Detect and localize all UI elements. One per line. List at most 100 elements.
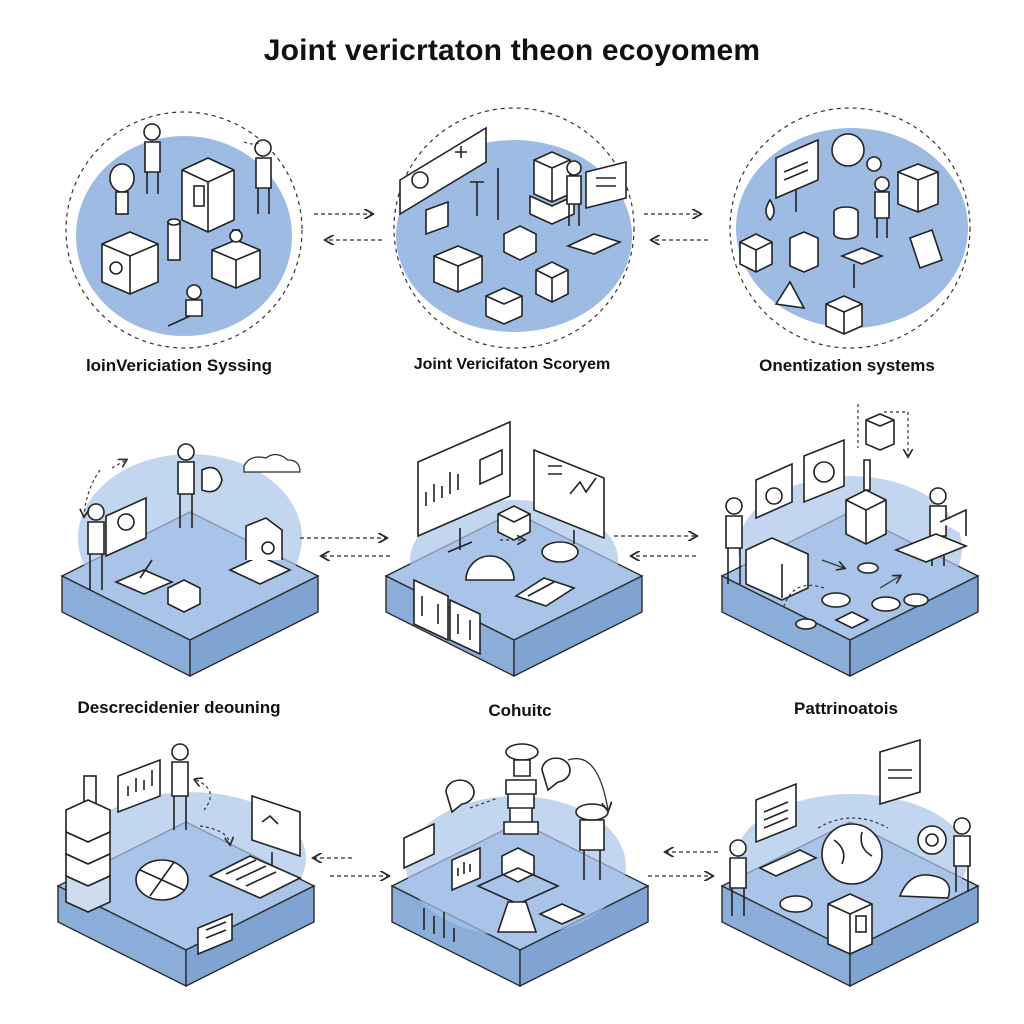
crate-icon	[503, 225, 537, 261]
animal-icon	[541, 541, 579, 563]
lamp-icon	[109, 163, 135, 215]
screen-icon	[803, 438, 845, 504]
platform-4	[60, 443, 320, 678]
scanner-icon	[485, 287, 523, 325]
person-icon	[953, 817, 971, 892]
bar-chart-icon	[423, 908, 455, 942]
whiteboard-icon	[105, 496, 147, 558]
connector-arrows	[300, 536, 696, 556]
person-icon	[167, 284, 203, 327]
cube-icon	[501, 847, 535, 883]
person-icon	[725, 497, 743, 584]
drawing-board-icon	[113, 559, 175, 595]
tray-icon	[839, 247, 885, 288]
person-icon	[87, 503, 105, 590]
section-label-2: Joint Vericifaton Scoryem	[413, 356, 611, 373]
tablet-icon	[403, 822, 435, 870]
tablet-icon	[514, 577, 576, 607]
document-icon	[197, 912, 233, 956]
screen-icon	[399, 126, 487, 216]
platform-5	[384, 420, 644, 678]
screen-icon	[755, 462, 793, 520]
speech-bubble-icon	[445, 757, 571, 814]
hub-3	[729, 107, 971, 349]
cabinet-icon	[745, 537, 809, 601]
person-icon	[729, 839, 747, 916]
tower-icon	[845, 459, 887, 545]
server-box-icon	[181, 157, 235, 233]
person-icon	[254, 139, 272, 214]
globe-icon	[821, 823, 883, 885]
machine-icon	[101, 231, 159, 295]
pedestal-icon	[496, 901, 538, 933]
monitor-icon	[251, 794, 301, 866]
tablet-icon	[425, 200, 449, 236]
platform-9	[720, 738, 980, 988]
box-icon	[825, 295, 863, 335]
stand-icon	[470, 168, 499, 220]
server-tower-icon	[65, 775, 111, 913]
page-title: Joint vericrtaton theon ecoyomem	[263, 34, 761, 67]
box-icon	[535, 261, 569, 303]
globe-icon	[135, 859, 189, 901]
box-icon	[167, 579, 201, 613]
hub-2	[393, 107, 635, 349]
gear-icon	[795, 562, 929, 630]
robot-icon	[575, 803, 609, 880]
robot-arm-icon	[228, 517, 292, 585]
connector-arrows	[314, 852, 718, 876]
bag-icon	[765, 198, 775, 222]
section-label-4: Descrecidenier deouning	[77, 698, 281, 717]
box-icon	[433, 245, 483, 293]
box-icon	[739, 233, 773, 273]
connector-arrows	[314, 214, 708, 240]
keyboard-icon	[208, 855, 302, 899]
laptop-icon	[758, 849, 818, 877]
person-icon	[874, 176, 890, 238]
section-label-5: Cohuitc	[488, 701, 552, 720]
monitor-icon	[755, 782, 797, 844]
cylinder-icon	[833, 206, 859, 240]
stack-icon	[503, 779, 539, 835]
tray-icon	[565, 233, 623, 255]
platform-8	[390, 743, 650, 988]
shoe-icon	[898, 874, 951, 899]
section-label-3: Onentization systems	[759, 356, 935, 375]
cabinet-icon	[449, 598, 481, 656]
platform-6	[720, 404, 980, 678]
figure-icon	[908, 228, 944, 270]
section-label-1: loinVericiation Syssing	[85, 356, 273, 375]
person-icon	[171, 743, 189, 830]
person-icon	[143, 123, 161, 194]
desk-icon	[893, 508, 969, 563]
hub-1	[65, 111, 303, 349]
box-icon	[789, 231, 819, 273]
dome-icon	[465, 555, 515, 581]
cabinet-icon	[413, 578, 449, 642]
monitor-icon	[417, 420, 511, 553]
pyramid-icon	[774, 280, 806, 310]
gear-icon	[917, 825, 947, 855]
crate-icon	[497, 505, 531, 541]
panel-icon	[585, 160, 627, 210]
device-icon	[211, 229, 261, 289]
pillar-icon	[167, 218, 181, 261]
section-label-6: Pattrinoatois	[794, 699, 898, 718]
chart-board-icon	[117, 758, 161, 814]
globe-icon	[831, 133, 882, 172]
person-icon	[566, 160, 582, 226]
gear-icon	[779, 895, 813, 913]
lamp-icon	[505, 743, 539, 777]
robot-icon	[201, 466, 223, 493]
monitor-icon	[775, 138, 819, 212]
server-box-icon	[827, 893, 873, 955]
machine-icon	[897, 163, 939, 213]
chart-icon	[451, 846, 481, 892]
monitor-icon	[879, 738, 921, 806]
tray-icon	[538, 903, 586, 925]
cube-icon	[865, 413, 895, 451]
monitor-icon	[533, 448, 605, 544]
person-icon	[177, 443, 195, 528]
platform-7	[56, 743, 316, 988]
